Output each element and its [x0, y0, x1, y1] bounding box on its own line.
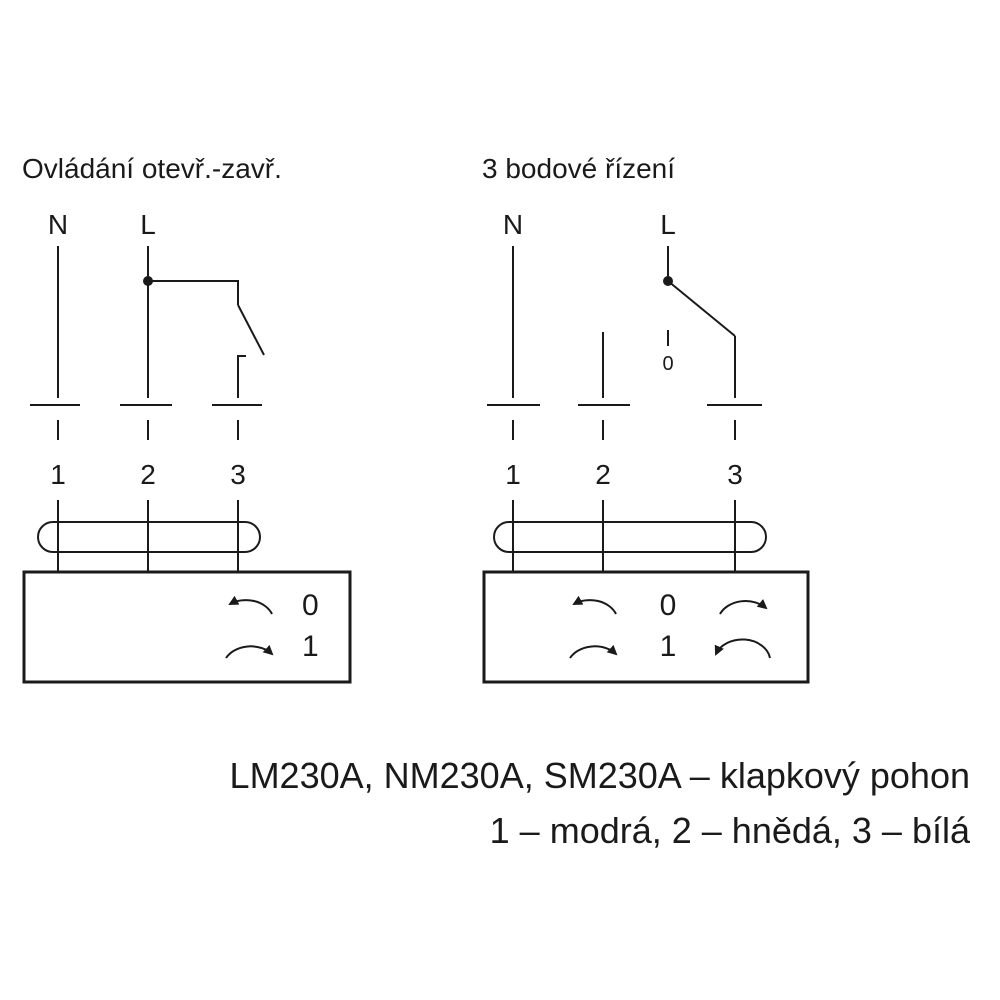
left-state-0: 0: [302, 589, 319, 622]
left-wire-number-2: 2: [140, 459, 156, 490]
right-switch-blade: [667, 280, 736, 337]
left-diagram: Ovládání otevř.-zavř. N L 1 2 3 0 1: [22, 153, 352, 684]
right-rotate-ccw-icon-b: [714, 638, 771, 659]
left-rotate-ccw-icon: [228, 595, 273, 615]
right-wire-number-3: 3: [727, 459, 743, 490]
right-diagram: 3 bodové řízení N L 0 1 2 3 0 1: [482, 153, 810, 684]
right-rotate-ccw-icon-a: [572, 595, 617, 615]
left-state-1: 1: [302, 630, 319, 663]
right-diagram-title: 3 bodové řízení: [482, 153, 675, 184]
left-terminal-n: N: [48, 209, 68, 240]
right-terminal-n: N: [503, 209, 523, 240]
left-wire-number-3: 3: [230, 459, 246, 490]
left-terminal-l: L: [140, 209, 156, 240]
right-state-0: 0: [660, 589, 677, 622]
left-switch-blade: [237, 304, 265, 356]
left-wire-number-1: 1: [50, 459, 66, 490]
caption-wire-colors: 1 – modrá, 2 – hnědá, 3 – bílá: [489, 810, 970, 851]
left-switch-feed: [148, 280, 239, 305]
left-actuator-box: [22, 570, 352, 684]
right-terminal-l: L: [660, 209, 676, 240]
left-cable-sheath: [37, 521, 261, 553]
caption-models: LM230A, NM230A, SM230A – klapkový pohon: [229, 755, 970, 796]
right-actuator-box: [482, 570, 810, 684]
right-rotate-cw-icon-b: [719, 599, 768, 615]
right-switch-off-label: 0: [662, 353, 673, 375]
left-diagram-title: Ovládání otevř.-zavř.: [22, 153, 282, 184]
right-rotate-cw-icon-a: [569, 644, 618, 659]
right-cable-sheath: [493, 521, 767, 553]
right-state-1: 1: [660, 630, 677, 663]
right-wire-number-1: 1: [505, 459, 521, 490]
right-wire-number-2: 2: [595, 459, 611, 490]
left-rotate-cw-icon: [225, 644, 274, 659]
left-switch-contact: [237, 355, 246, 398]
